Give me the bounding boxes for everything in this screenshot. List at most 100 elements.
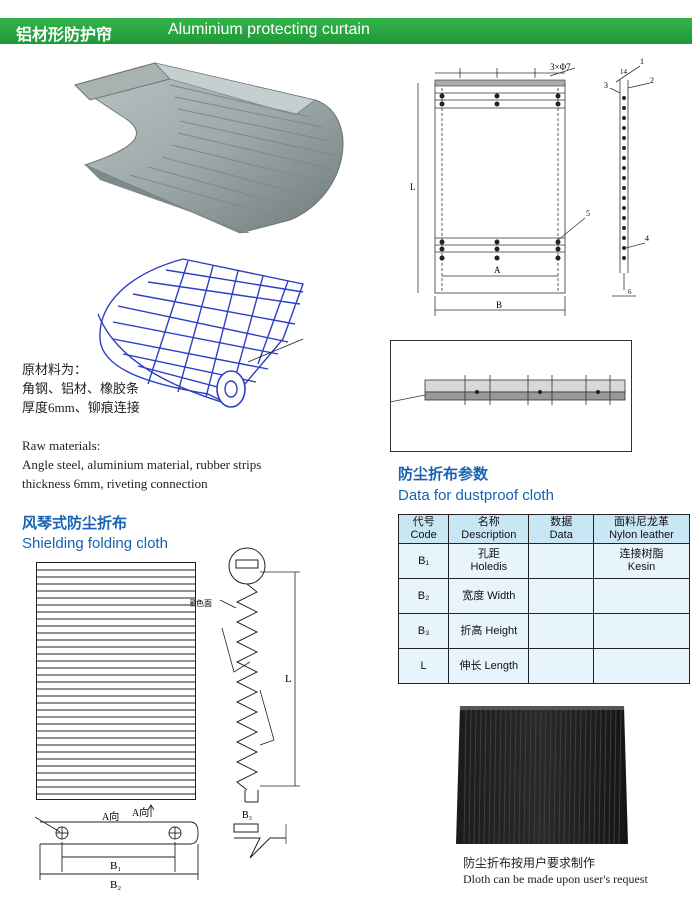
pleat-line xyxy=(463,709,467,845)
pleat-line xyxy=(598,709,602,845)
table-row: B₂ 宽度 Width xyxy=(397,578,690,614)
pleat-line xyxy=(563,709,567,845)
pleat-line xyxy=(603,709,607,845)
callout-5: 5 xyxy=(586,209,590,218)
pleat-line xyxy=(523,709,527,845)
aluminium-curtain-image xyxy=(73,62,344,234)
pleat-line xyxy=(593,709,597,845)
pleat-line xyxy=(558,709,562,845)
cell-data xyxy=(528,648,595,684)
folding-title-cn: 风琴式防尘折布 xyxy=(22,514,128,532)
cell-description: 宽度 Width xyxy=(448,578,530,614)
pleat-line xyxy=(583,709,587,845)
dim-A-label: A xyxy=(494,265,501,275)
holes-label: 3×Φ7 xyxy=(550,62,571,72)
pleat-line xyxy=(568,709,572,845)
a-direction-label: A向 xyxy=(102,810,119,823)
raw-materials-cn-line: 角钢、铝材、橡胶条 xyxy=(22,381,140,396)
curtain-technical-drawing: 3×Φ7 L A B 1 2 3 4 5 14 6 xyxy=(410,58,654,316)
folding-bottom-plan: A向 A向 B₁ B₂ xyxy=(34,804,199,891)
pleat-line xyxy=(498,709,502,845)
table-row: L 伸长 Length xyxy=(397,648,690,684)
folding-cloth-side-view: 黑色面 L B₃ xyxy=(190,547,300,821)
cell-data xyxy=(528,543,595,579)
dim-B-label: B xyxy=(496,300,502,310)
b2-label: B₂ xyxy=(110,879,121,891)
a-direction-arrow-label: A向 xyxy=(132,806,149,819)
pleat-line xyxy=(613,709,617,845)
pleat-line xyxy=(588,709,592,845)
dustproof-title-en: Data for dustproof cloth xyxy=(398,487,554,504)
folding-L-label: L xyxy=(285,673,292,685)
raw-materials-cn-line: 厚度6mm、铆痕连接 xyxy=(22,400,140,415)
pleat-line xyxy=(543,709,547,845)
pleat-line xyxy=(608,709,612,845)
cell-code: L xyxy=(397,648,450,684)
cell-nylon xyxy=(593,578,690,614)
photo-caption-en: Dloth can be made upon user's request xyxy=(463,872,648,886)
cell-code: B₁ xyxy=(397,543,450,579)
pleat-line xyxy=(618,709,622,845)
header-bar: 铝材形防护帘 Aluminium protecting curtain xyxy=(0,18,692,44)
pleat-line xyxy=(548,709,552,845)
cell-description: 伸长 Length xyxy=(448,648,530,684)
cell-nylon xyxy=(593,613,690,649)
cell-nylon xyxy=(593,648,690,684)
pleat-line xyxy=(513,709,517,845)
pleat-line xyxy=(483,709,487,845)
dim-L-label: L xyxy=(410,182,416,192)
pleat-line xyxy=(488,709,492,845)
pleat-line xyxy=(538,709,542,845)
pleat-line xyxy=(528,709,532,845)
black-face-label: 黑色面 xyxy=(190,598,212,608)
pleat-line xyxy=(473,709,477,845)
cell-data xyxy=(528,613,595,649)
pleat-line xyxy=(533,709,537,845)
pleat-line xyxy=(518,709,522,845)
raw-materials-en-line: Raw materials: xyxy=(22,438,101,453)
raw-materials-en-line: Angle steel, aluminium material, rubber … xyxy=(22,457,262,472)
folding-cloth-photo xyxy=(456,706,628,845)
pleat-line xyxy=(578,709,582,845)
fold-section-detail xyxy=(233,823,287,859)
table-row: B₃ 折高 Height xyxy=(397,613,690,649)
callout-1: 1 xyxy=(640,58,644,66)
pleat-line xyxy=(478,709,482,845)
raw-materials-en-line: thickness 6mm, riveting connection xyxy=(22,476,208,491)
wireframe-curtain-image xyxy=(97,258,304,408)
header-title-cn: 铝材形防护帘 xyxy=(16,25,113,44)
pleat-line xyxy=(573,709,577,845)
folding-B3-label: B₃ xyxy=(242,810,252,821)
raw-materials-cn-line: 原材料为： xyxy=(22,362,88,377)
cross-section-detail xyxy=(390,340,632,452)
dim-6-label: 6 xyxy=(628,288,632,296)
pleat-line xyxy=(553,709,557,845)
callout-4: 4 xyxy=(645,234,649,243)
callout-2: 2 xyxy=(650,76,654,85)
dustproof-title-cn: 防尘折布参数 xyxy=(398,465,489,483)
dim-14-label: 14 xyxy=(620,68,628,76)
callout-3: 3 xyxy=(604,81,608,90)
pleat-line xyxy=(503,709,507,845)
folding-cloth-front-view xyxy=(36,562,196,800)
header-title-en: Aluminium protecting curtain xyxy=(168,21,370,38)
cell-data xyxy=(528,578,595,614)
raw-materials-cn: 原材料为： 角钢、铝材、橡胶条 厚度6mm、铆痕连接 xyxy=(22,360,140,417)
cell-code: B₃ xyxy=(397,613,450,649)
pleat-line xyxy=(493,709,497,845)
pleat-line xyxy=(508,709,512,845)
b1-label: B₁ xyxy=(110,860,121,872)
folding-title-en: Shielding folding cloth xyxy=(22,535,168,552)
raw-materials-en: Raw materials: Angle steel, aluminium ma… xyxy=(22,436,261,493)
cell-code: B₂ xyxy=(397,578,450,614)
cell-description: 折高 Height xyxy=(448,613,530,649)
